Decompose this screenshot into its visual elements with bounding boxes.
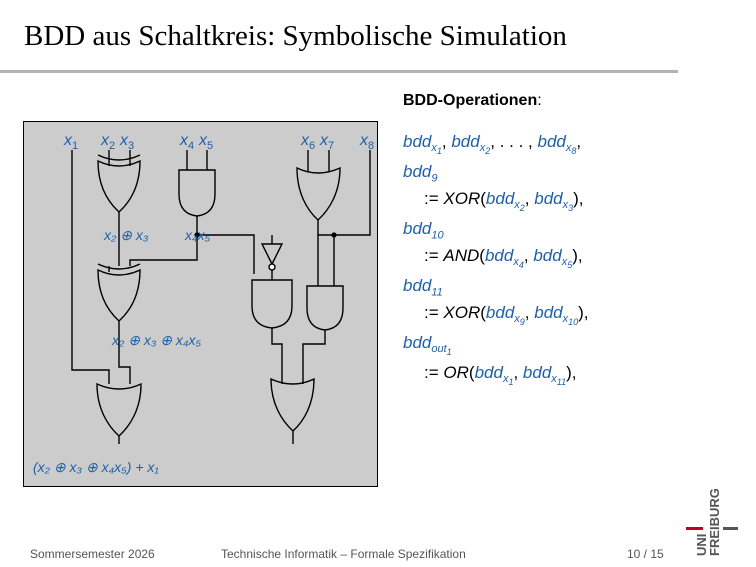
title-rule xyxy=(0,70,678,73)
input-label-x4: x4 xyxy=(180,132,195,153)
ops-line-xor910: := XOR(bddx9, bddx10), xyxy=(424,302,589,328)
or-gate-1 xyxy=(96,382,142,437)
ops-line-or111: := OR(bddx1, bddx11), xyxy=(424,363,577,388)
junction-dot-1 xyxy=(194,232,200,238)
wire-and1-out xyxy=(196,216,255,274)
inverter xyxy=(260,243,284,266)
wire-and3-out xyxy=(302,330,326,384)
junction-dot-2 xyxy=(331,232,337,238)
footer-page-number: 10 / 15 xyxy=(627,547,664,561)
or-gate-3 xyxy=(270,377,315,432)
and-gate-1 xyxy=(178,169,216,217)
ops-line-bdd11: bdd11 xyxy=(403,276,443,299)
bdd-operations: bddx1, bddx2, . . . , bddx8, bdd9 := XOR… xyxy=(403,132,589,393)
and-gate-2 xyxy=(251,279,293,329)
footer-semester: Sommersemester 2026 xyxy=(30,547,155,561)
circuit-svg xyxy=(71,150,371,444)
wire-label-xor23: x₂ ⊕ x₃ xyxy=(104,227,149,243)
and-gate-3 xyxy=(306,285,344,331)
footer-course: Technische Informatik – Formale Spezifik… xyxy=(221,547,466,561)
logo-text-freiburg: FREIBURG xyxy=(707,488,722,556)
wire-and2-out xyxy=(271,328,283,384)
logo-red-bar xyxy=(686,527,703,530)
wire-xor2-out xyxy=(118,321,131,384)
slide-title: BDD aus Schaltkreis: Symbolische Simulat… xyxy=(24,20,567,52)
ops-line-bdd9: bdd9 xyxy=(403,162,438,185)
circuit-diagram: x1 x2 x3 x4 x5 x6 x7 x8 x₂ ⊕ x₃ x₄x₅ x₂ … xyxy=(23,121,378,487)
wire-x8 xyxy=(334,150,371,236)
ops-line-and45: := AND(bddx4, bddx5), xyxy=(424,245,583,271)
xor-gate-1-back xyxy=(97,154,141,161)
wire-label-and45: x₄x₅ xyxy=(185,227,211,243)
ops-line-bdd10: bdd10 xyxy=(403,219,444,242)
or-gate-2 xyxy=(296,166,341,221)
input-label-x5: x5 xyxy=(199,132,214,153)
input-label-x6: x6 xyxy=(301,132,316,153)
ops-line-bddout: bddout1 xyxy=(403,332,452,358)
input-label-x2: x2 xyxy=(101,132,116,153)
logo-grey-bar xyxy=(723,527,738,530)
ops-line-xor23: := XOR(bddx2, bddx3), xyxy=(424,188,584,214)
input-label-x1: x1 xyxy=(64,132,79,153)
wire-and-to-xor2 xyxy=(129,250,198,266)
xor-gate-1 xyxy=(97,159,141,213)
inverter-bubble xyxy=(268,263,276,271)
university-logo: UNI FREIBURG xyxy=(686,488,738,556)
wire-label-output: (x₂ ⊕ x₃ ⊕ x₄x₅) + x₁ xyxy=(33,459,159,475)
wire-label-xor2345: x₂ ⊕ x₃ ⊕ x₄x₅ xyxy=(112,332,202,348)
wire-x1 xyxy=(71,150,110,384)
logo-text-uni: UNI xyxy=(694,534,709,556)
input-label-x8: x8 xyxy=(360,132,375,153)
xor-gate-2 xyxy=(97,268,141,322)
wire-or2-out xyxy=(317,220,335,286)
xor-gate-2-back xyxy=(97,263,141,270)
input-label-x3: x3 xyxy=(120,132,135,153)
input-label-x7: x7 xyxy=(320,132,335,153)
ops-heading: BDD-Operationen: xyxy=(403,92,542,109)
ops-line-1: bddx1, bddx2, . . . , bddx8, xyxy=(403,132,582,157)
